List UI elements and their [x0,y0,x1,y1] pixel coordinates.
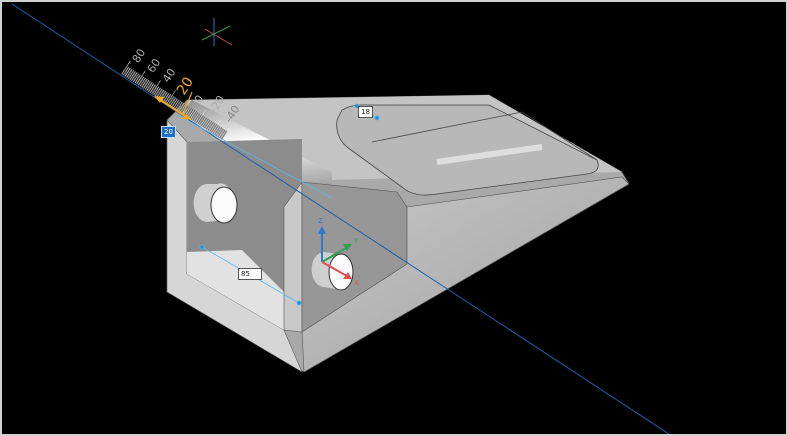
ruler-tick [208,122,215,132]
ruler-tick [174,100,181,110]
left-hole[interactable] [193,183,238,224]
world-axis-icon [201,18,233,46]
ruler-tick [186,108,193,118]
ruler-tick [188,109,195,119]
dimension-input-selected[interactable]: 20 [161,126,176,138]
ruler-tick [136,70,146,85]
x-axis-label: X [354,279,359,287]
ruler-tick [215,126,222,136]
construction-axis-line [11,3,670,434]
ruler-tick [178,102,185,112]
ruler-tick [168,96,175,106]
ruler-tick [143,79,150,89]
ruler-tick [220,130,227,139]
ruler-tick [126,69,133,78]
sloped-face[interactable] [301,176,630,373]
right-hole[interactable] [311,252,354,291]
dimension-input-length[interactable]: 85 [238,268,262,280]
ruler-tick [180,103,186,113]
ruler-tick [128,70,134,79]
ruler-tick [166,90,176,104]
ruler-tick [193,112,200,122]
ruler-tick [213,125,220,135]
ruler-tick [173,99,180,109]
ruler-tick [200,117,207,126]
ruler-tick [203,119,210,128]
ruler-tick [131,72,138,82]
ruler-tick [163,93,170,102]
ruler-label-80: 80 [130,46,149,65]
ruler-tick [161,91,168,101]
ruler-tick [211,119,222,134]
ruler-tick [190,110,197,120]
ruler-tick [198,115,205,125]
ruler-tick [171,98,178,108]
ruler-tick [210,123,217,133]
ruler-tick [205,120,212,130]
ruler-tick [191,111,198,121]
ruler-tick [133,73,139,83]
ruler-tick [216,127,223,137]
ruler-tick [141,78,148,88]
ucs-gizmo[interactable]: Z Y X [318,217,359,287]
drag-handle-arrow[interactable] [154,91,193,120]
ruler-tick [201,118,208,127]
ruler-tick [195,113,202,123]
ruler-tick [144,81,151,90]
z-axis-arrow-icon[interactable] [318,226,326,234]
ruler-tick [154,87,161,97]
ruler-tick [149,84,156,94]
ruler-label-60: 60 [145,56,164,75]
ruler-tick [164,94,171,103]
ruler-tick [169,97,176,107]
ruler-tick [218,129,225,138]
slot-pocket[interactable] [336,104,599,196]
ruler-tick [176,101,183,111]
x-axis-arrow-icon[interactable] [343,272,352,279]
pillar-face[interactable] [283,181,303,333]
ruler-tick [146,82,153,91]
ruler-tick [148,83,155,92]
ruler-tick [206,121,213,131]
dimension-input-slot[interactable]: 18 [358,106,373,118]
ruler-tick [122,66,129,76]
ruler-tick [134,74,141,84]
ruler-tick [121,60,131,75]
z-axis-label: Z [318,217,323,225]
y-axis-arrow-icon[interactable] [343,244,352,251]
ruler-tick [153,86,160,96]
ruler-tick [124,68,131,77]
ruler-tick [151,80,161,95]
ruler-tick [139,77,146,87]
ruler-tick [183,106,190,115]
ruler-tick [156,88,163,98]
ruler-tick [138,76,145,86]
ruler-tick [221,131,228,140]
ruler-tick [129,71,136,80]
y-axis-label: Y [353,237,359,245]
ruler-tick [196,109,206,124]
ruler-label-40: 40 [160,66,179,85]
